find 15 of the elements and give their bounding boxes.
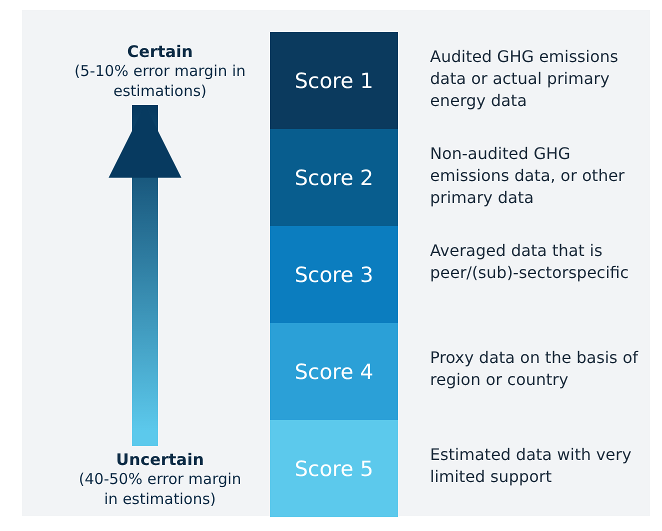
scale-heading: Certain xyxy=(126,42,194,61)
score-description: Averaged data that is peer/(sub)-sectorspecific xyxy=(430,240,630,284)
score-description: Non-audited GHG emissions data, or other primary data xyxy=(430,143,626,209)
arrow xyxy=(108,105,182,446)
score-band: Score 4 xyxy=(270,323,398,420)
score-description: Audited GHG emissions data or actual primary energy data xyxy=(430,46,620,112)
score-band: Score 5 xyxy=(270,420,398,517)
scale-heading: Uncertain xyxy=(115,450,205,469)
score-band: Score 3 xyxy=(270,226,398,323)
score-description: Proxy data on the basis of region or country xyxy=(430,347,640,391)
scale-note: (5-10% error margin in estimations) xyxy=(73,61,247,101)
score-description: Estimated data with very limited support xyxy=(430,444,632,488)
scale-note: (40-50% error margin in estimations) xyxy=(78,469,242,509)
score-band: Score 1 xyxy=(270,32,398,129)
score-band: Score 2 xyxy=(270,129,398,226)
